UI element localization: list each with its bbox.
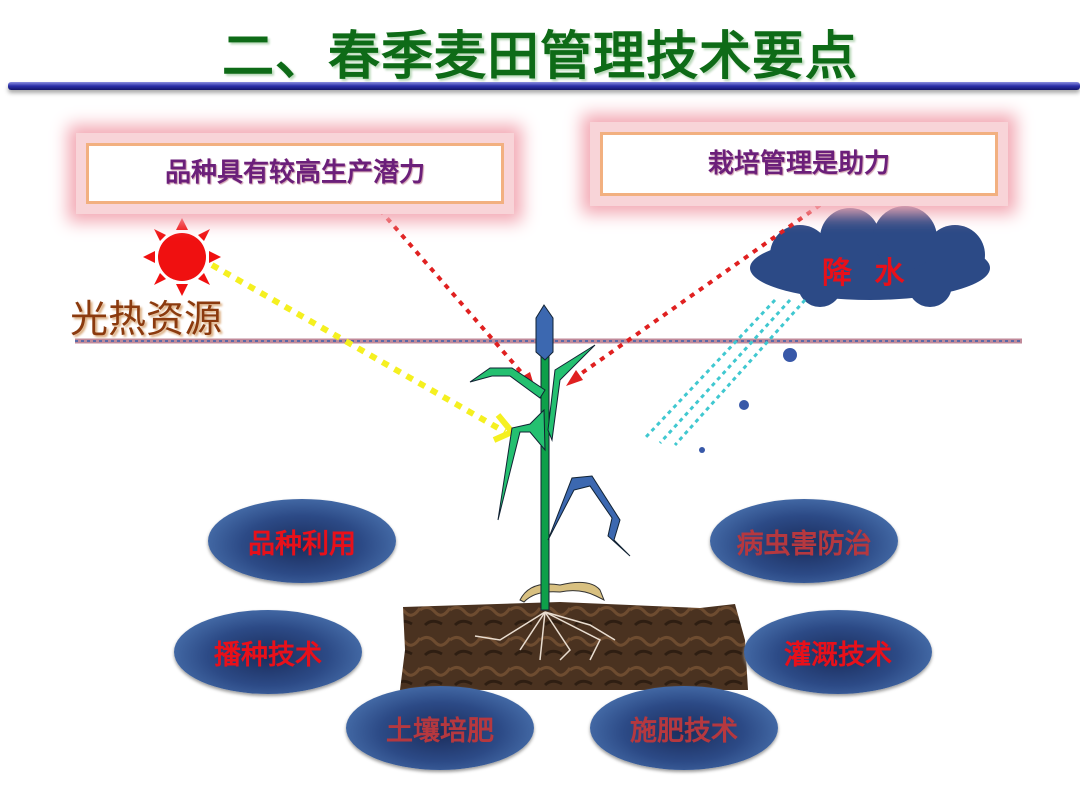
wheat-ear xyxy=(535,304,554,361)
oval-variety-use: 品种利用 xyxy=(208,499,396,583)
oval-fertilization: 施肥技术 xyxy=(590,686,778,770)
oval-soil-fertility: 土壤培肥 xyxy=(346,686,534,770)
variety-potential-box: 品种具有较高生产潜力 xyxy=(86,143,504,204)
rain-arrows xyxy=(643,298,807,447)
cultivation-arrow xyxy=(570,203,822,382)
soil-block xyxy=(400,602,748,690)
light-heat-label: 光热资源 xyxy=(70,297,223,341)
roots xyxy=(474,611,616,661)
cultivation-box: 栽培管理是助力 xyxy=(600,132,998,196)
page-title: 二、春季麦田管理技术要点 xyxy=(221,27,858,87)
oval-irrigation: 灌溉技术 xyxy=(744,610,932,694)
sun-icon xyxy=(143,218,221,296)
oval-pest-control: 病虫害防治 xyxy=(710,499,898,583)
cloud-icon xyxy=(750,206,990,307)
precipitation-label: 降 水 xyxy=(822,256,911,291)
oval-sowing: 播种技术 xyxy=(174,610,362,694)
variety-arrow xyxy=(378,208,530,382)
title-divider xyxy=(8,82,1080,90)
sunlight-arrow xyxy=(210,262,507,435)
